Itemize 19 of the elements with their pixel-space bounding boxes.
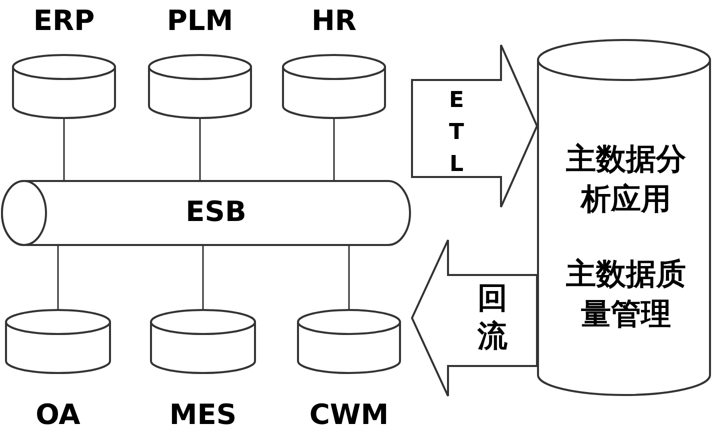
connector-line <box>333 119 335 180</box>
connector-line <box>63 119 65 180</box>
connector-line <box>348 246 350 310</box>
system-label: MES <box>168 398 238 432</box>
system-label: CWM <box>308 398 390 432</box>
connector-line <box>57 246 59 310</box>
system-label: ERP <box>32 4 96 38</box>
connector-line <box>202 246 204 310</box>
block-arrow <box>410 239 538 397</box>
function-label: 主数据质量管理 <box>565 256 687 334</box>
system-label: PLM <box>166 4 234 38</box>
bus-label: ESB <box>184 195 248 229</box>
arrow-label: 回流 <box>476 280 508 356</box>
block-arrow <box>411 44 538 208</box>
arrow-label: ETL <box>448 87 466 179</box>
connector-line <box>199 119 201 180</box>
system-label: OA <box>34 398 82 432</box>
function-label: 主数据分析应用 <box>565 141 687 219</box>
system-label: HR <box>310 4 358 38</box>
